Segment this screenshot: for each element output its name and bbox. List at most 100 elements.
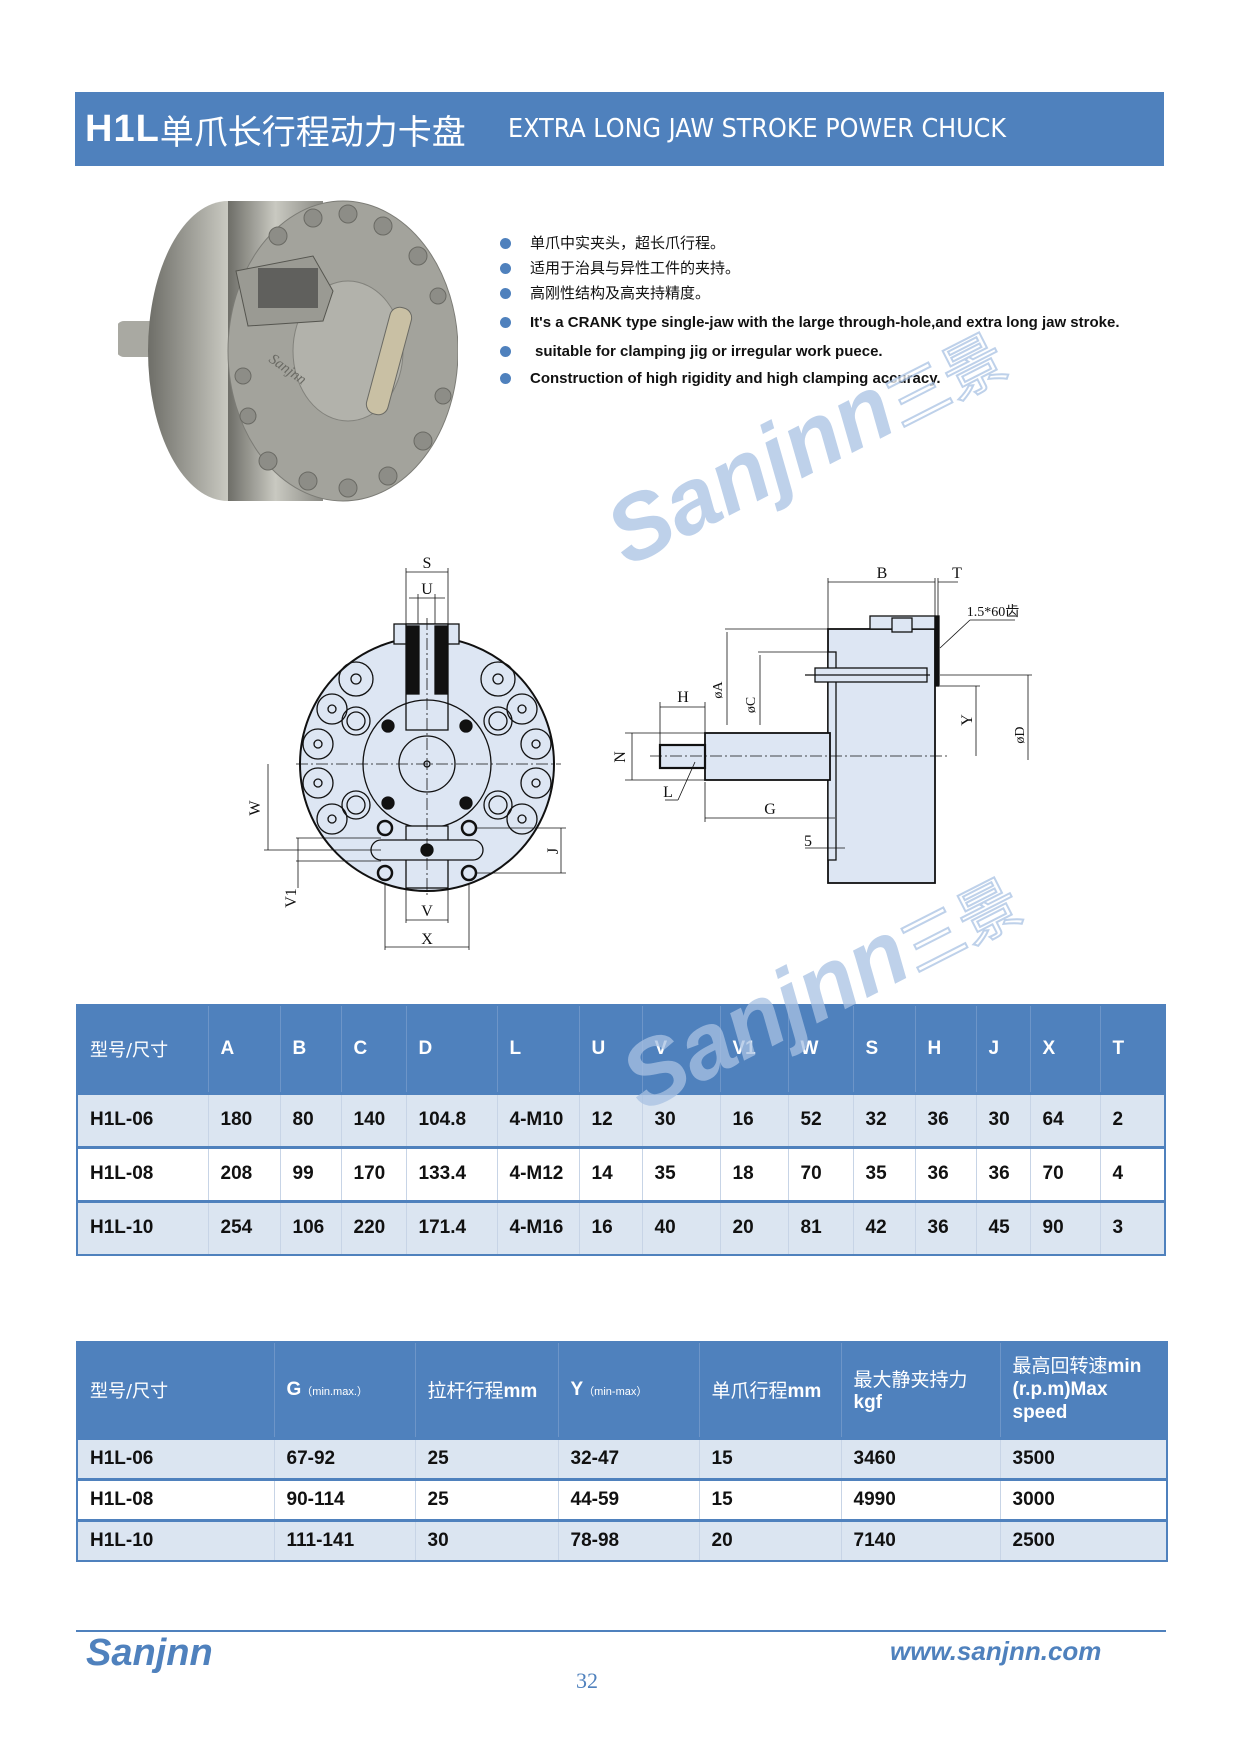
value-cell: 133.4	[406, 1145, 498, 1201]
model-cell: H1L-10	[77, 1518, 275, 1561]
feature-text: 高刚性结构及高夹持精度。	[530, 285, 711, 302]
col-header: H	[915, 1005, 977, 1093]
value-cell: 104.8	[406, 1091, 498, 1147]
col-header: V1	[720, 1005, 789, 1093]
value-cell: 32	[853, 1091, 916, 1147]
col-header: X	[1030, 1005, 1101, 1093]
feature-item: suitable for clamping jig or irregular w…	[500, 344, 1120, 360]
value-cell: 52	[788, 1091, 854, 1147]
value-cell: 4	[1100, 1145, 1166, 1201]
value-cell: 3460	[841, 1436, 1001, 1479]
value-cell: 171.4	[406, 1199, 498, 1255]
label-l: L	[663, 784, 673, 801]
value-cell: 25	[415, 1477, 559, 1520]
value-cell: 30	[642, 1091, 721, 1147]
feature-list: 单爪中实夹头，超长爪行程。 适用于治具与异性工件的夹持。 高刚性结构及高夹持精度…	[500, 236, 1120, 396]
label-teeth: 1.5*60齿	[967, 604, 1020, 620]
value-cell: 7140	[841, 1518, 1001, 1561]
label-u: U	[421, 581, 433, 598]
model-cell: H1L-10	[77, 1199, 209, 1255]
value-cell: 30	[415, 1518, 559, 1561]
front-view-drawing: S U W V1 J V X	[247, 555, 566, 950]
value-cell: 3000	[1000, 1477, 1168, 1520]
bullet-icon	[500, 238, 511, 249]
value-cell: 3500	[1000, 1436, 1168, 1479]
label-y: Y	[959, 714, 976, 726]
value-cell: 78-98	[558, 1518, 700, 1561]
label-v1: V1	[283, 888, 300, 908]
value-cell: 4990	[841, 1477, 1001, 1520]
table-header-row: 型号/尺寸 G（min.max.） 拉杆行程mm Y（min-max） 单爪行程…	[77, 1342, 1168, 1438]
bullet-icon	[500, 373, 511, 384]
table-header-row: 型号/尺寸 A B C D L U V V1 W S H J X T	[77, 1005, 1166, 1093]
value-cell: 254	[208, 1199, 281, 1255]
col-header-rod-stroke: 拉杆行程mm	[415, 1342, 559, 1438]
value-cell: 36	[976, 1145, 1031, 1201]
value-cell: 4-M12	[497, 1145, 580, 1201]
value-cell: 36	[915, 1091, 977, 1147]
value-cell: 20	[699, 1518, 842, 1561]
col-header-g: G（min.max.）	[274, 1342, 416, 1438]
col-header: B	[280, 1005, 342, 1093]
value-cell: 20	[720, 1199, 789, 1255]
bullet-icon	[500, 317, 511, 328]
bullet-icon	[500, 263, 511, 274]
value-cell: 90	[1030, 1199, 1101, 1255]
label-n: N	[612, 751, 629, 763]
page-number: 32	[576, 1668, 598, 1693]
value-cell: 14	[579, 1145, 643, 1201]
performance-table: 型号/尺寸 G（min.max.） 拉杆行程mm Y（min-max） 单爪行程…	[76, 1341, 1168, 1562]
value-cell: 18	[720, 1145, 789, 1201]
value-cell: 90-114	[274, 1477, 416, 1520]
value-cell: 111-141	[274, 1518, 416, 1561]
feature-text: 单爪中实夹头，超长爪行程。	[530, 235, 726, 252]
title-banner: H1L 单爪长行程动力卡盘 EXTRA LONG JAW STROKE POWE…	[75, 92, 1164, 166]
col-header: V	[642, 1005, 721, 1093]
col-header-model: 型号/尺寸	[77, 1342, 275, 1438]
value-cell: 32-47	[558, 1436, 700, 1479]
label-g: G	[764, 801, 776, 818]
value-cell: 170	[341, 1145, 407, 1201]
value-cell: 35	[853, 1145, 916, 1201]
title-en: EXTRA LONG JAW STROKE POWER CHUCK	[507, 114, 1006, 144]
value-cell: 36	[915, 1199, 977, 1255]
label-s: S	[423, 555, 432, 572]
value-cell: 16	[579, 1199, 643, 1255]
feature-text: Construction of high rigidity and high c…	[530, 370, 941, 387]
bullet-icon	[500, 346, 511, 357]
value-cell: 220	[341, 1199, 407, 1255]
value-cell: 4-M16	[497, 1199, 580, 1255]
feature-item: It's a CRANK type single-jaw with the la…	[500, 315, 1120, 331]
label-a: øA	[711, 681, 726, 699]
value-cell: 70	[788, 1145, 854, 1201]
feature-text: It's a CRANK type single-jaw with the la…	[530, 314, 1120, 331]
feature-text: 适用于治具与异性工件的夹持。	[530, 260, 741, 277]
feature-item: 单爪中实夹头，超长爪行程。	[500, 236, 1120, 252]
value-cell: 12	[579, 1091, 643, 1147]
col-header: A	[208, 1005, 281, 1093]
value-cell: 45	[976, 1199, 1031, 1255]
value-cell: 36	[915, 1145, 977, 1201]
value-cell: 64	[1030, 1091, 1101, 1147]
feature-item: 高刚性结构及高夹持精度。	[500, 286, 1120, 302]
label-5: 5	[804, 833, 812, 850]
col-header: L	[497, 1005, 580, 1093]
value-cell: 40	[642, 1199, 721, 1255]
value-cell: 80	[280, 1091, 342, 1147]
label-w: W	[247, 800, 264, 816]
value-cell: 2500	[1000, 1518, 1168, 1561]
value-cell: 44-59	[558, 1477, 700, 1520]
value-cell: 70	[1030, 1145, 1101, 1201]
feature-text: suitable for clamping jig or irregular w…	[535, 343, 883, 360]
value-cell: 42	[853, 1199, 916, 1255]
footer-url[interactable]: www.sanjnn.com	[890, 1636, 1102, 1666]
value-cell: 180	[208, 1091, 281, 1147]
label-t: T	[952, 565, 962, 582]
value-cell: 2	[1100, 1091, 1166, 1147]
